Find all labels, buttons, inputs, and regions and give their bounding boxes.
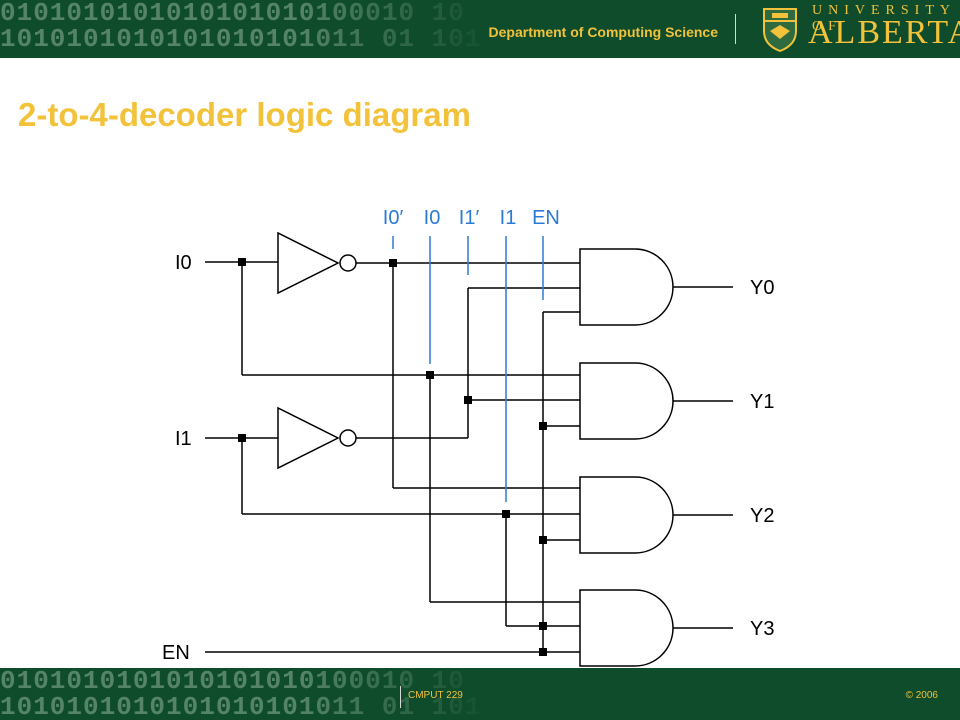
circuit-wiring [205,231,733,667]
bus-label-i0-bar: I0′ [383,207,404,229]
bus-label-i0: I0 [424,207,441,229]
output-label-y0: Y0 [750,277,774,299]
output-label-y3: Y3 [750,618,774,640]
bus-label-i1-bar: I1′ [459,207,480,229]
output-label-y2: Y2 [750,505,774,527]
input-label-en: EN [162,642,190,664]
copyright: © 2006 [905,690,938,701]
bus-markers [392,236,544,502]
junction-dots [238,258,547,656]
university-name: ALBERTA [808,14,960,51]
department-name: Department of Computing Science [488,24,718,40]
header-divider [735,14,736,44]
course-code: CMPUT 229 [408,690,463,701]
bus-label-en: EN [532,207,560,229]
university-crest-icon [763,8,797,53]
output-label-y1: Y1 [750,391,774,413]
input-label-i0: I0 [175,252,192,274]
slide-title: 2-to-4-decoder logic diagram [18,96,471,133]
university-top: UNIVERSITY OF [812,3,956,34]
footer-divider [400,686,401,708]
input-label-i1: I1 [175,428,192,450]
bus-label-i1: I1 [500,207,517,229]
